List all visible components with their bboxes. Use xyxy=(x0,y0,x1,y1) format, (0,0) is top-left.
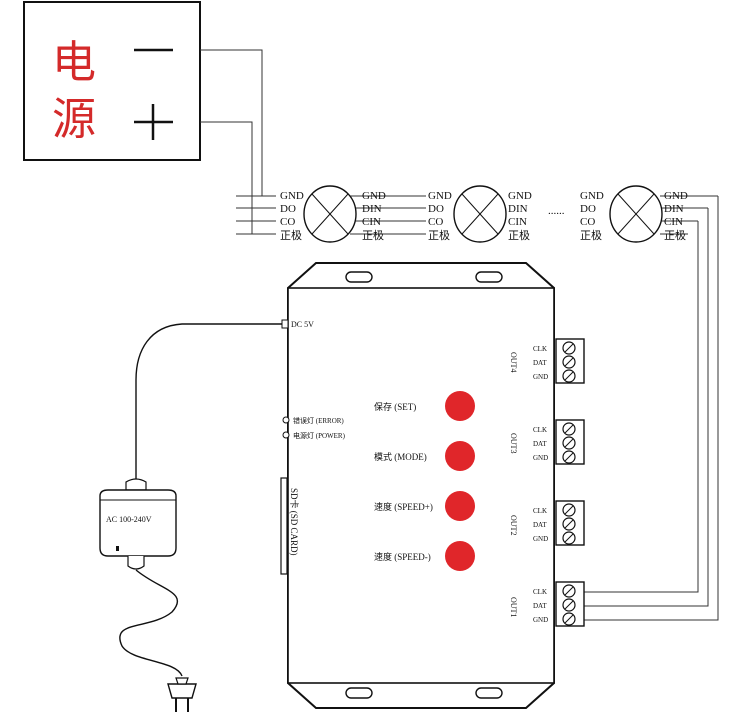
pixel-3-right-label: 正极 xyxy=(664,228,686,242)
pin-label: GND xyxy=(533,454,548,462)
sd-card-label: SD卡 (SD CARD) xyxy=(289,488,300,556)
controller: DC 5V 错误灯 (ERROR) 电源灯 (POWER) SD卡 (SD CA… xyxy=(280,262,585,709)
mount-slot xyxy=(345,271,373,283)
mode-button[interactable] xyxy=(445,441,475,471)
error-led-label: 错误灯 (ERROR) xyxy=(293,416,344,425)
error-led-icon xyxy=(282,416,290,424)
power-supply-label-1: 电 xyxy=(52,37,96,88)
dc-label: DC 5V xyxy=(291,320,314,329)
pin-label: DAT xyxy=(533,602,547,610)
pixel-2-left-label: DO xyxy=(428,203,444,215)
ac-cable xyxy=(119,569,183,677)
sd-card-slot[interactable] xyxy=(280,477,288,575)
pin-label: GND xyxy=(533,616,548,624)
mount-slot xyxy=(475,687,503,699)
pixel-1-right-label: 正极 xyxy=(362,228,384,242)
speed-down-button[interactable] xyxy=(445,541,475,571)
power-supply-label-2: 源 xyxy=(52,94,96,145)
pixel-2-right-label: DIN xyxy=(508,203,528,215)
pixel-1-right-label: GND xyxy=(362,190,386,202)
pixel-3-left-label: CO xyxy=(580,216,595,228)
out3-label: OUT3 xyxy=(509,433,518,453)
pixel-3-right-label: CIN xyxy=(664,216,683,228)
pin-label: CLK xyxy=(533,426,547,434)
pixel-2-left-label: 正极 xyxy=(428,228,450,242)
out4-terminal[interactable] xyxy=(555,338,585,384)
out4-label: OUT4 xyxy=(509,352,518,372)
pin-label: CLK xyxy=(533,507,547,515)
pin-label: DAT xyxy=(533,521,547,529)
pixel-3-right-label: GND xyxy=(664,190,688,202)
out1-label: OUT1 xyxy=(509,597,518,617)
speed-up-button-label: 速度 (SPEED+) xyxy=(374,501,433,512)
pixel-1-right-label: DIN xyxy=(362,203,382,215)
pixel-2-right-label: GND xyxy=(508,190,532,202)
pixel-2 xyxy=(453,185,507,243)
power-led-icon xyxy=(282,431,290,439)
power-wires xyxy=(200,49,276,235)
pixel-3-right-label: DIN xyxy=(664,203,684,215)
plus-symbol xyxy=(134,104,173,140)
pin-label: DAT xyxy=(533,359,547,367)
out2-label: OUT2 xyxy=(509,515,518,535)
pixel-1-left-label: CO xyxy=(280,216,295,228)
pin-label: GND xyxy=(533,535,548,543)
pixel-2-right-label: CIN xyxy=(508,216,527,228)
pin-label: DAT xyxy=(533,440,547,448)
pixel-1-left-label: DO xyxy=(280,203,296,215)
power-supply: 电 源 xyxy=(23,1,201,161)
pixel-1-right-label: CIN xyxy=(362,216,381,228)
pixel-3-left-label: DO xyxy=(580,203,596,215)
out2-terminal[interactable] xyxy=(555,500,585,546)
pin-label: GND xyxy=(533,373,548,381)
chain-ellipsis: ...... xyxy=(548,205,565,217)
mount-slot xyxy=(345,687,373,699)
set-button[interactable] xyxy=(445,391,475,421)
ac-plug-icon xyxy=(167,677,197,712)
mount-slot xyxy=(475,271,503,283)
speed-up-button[interactable] xyxy=(445,491,475,521)
pixel-3-left-label: GND xyxy=(580,190,604,202)
pixel-1-left-label: GND xyxy=(280,190,304,202)
speed-down-button-label: 速度 (SPEED-) xyxy=(374,551,431,562)
pixel-2-left-label: GND xyxy=(428,190,452,202)
dc-jack xyxy=(281,319,289,329)
pixel-2-right-label: 正极 xyxy=(508,228,530,242)
power-supply-box xyxy=(23,1,201,161)
set-button-label: 保存 (SET) xyxy=(374,401,416,412)
mode-button-label: 模式 (MODE) xyxy=(374,451,427,462)
adapter-label: AC 100-240V xyxy=(106,515,152,524)
ac-adapter: AC 100-240V xyxy=(99,478,177,570)
pixel-3 xyxy=(609,185,663,243)
pixel-1 xyxy=(303,185,357,243)
controller-face xyxy=(287,287,555,684)
out1-terminal[interactable] xyxy=(555,581,585,627)
pin-label: CLK xyxy=(533,588,547,596)
pixel-2-left-label: CO xyxy=(428,216,443,228)
chain-wires xyxy=(236,195,719,621)
adapter-indicator xyxy=(116,546,119,551)
pixel-3-left-label: 正极 xyxy=(580,228,602,242)
power-led-label: 电源灯 (POWER) xyxy=(293,431,346,440)
pin-label: CLK xyxy=(533,345,547,353)
pixel-1-left-label: 正极 xyxy=(280,228,302,242)
out3-terminal[interactable] xyxy=(555,419,585,465)
dc-cable xyxy=(135,323,282,490)
